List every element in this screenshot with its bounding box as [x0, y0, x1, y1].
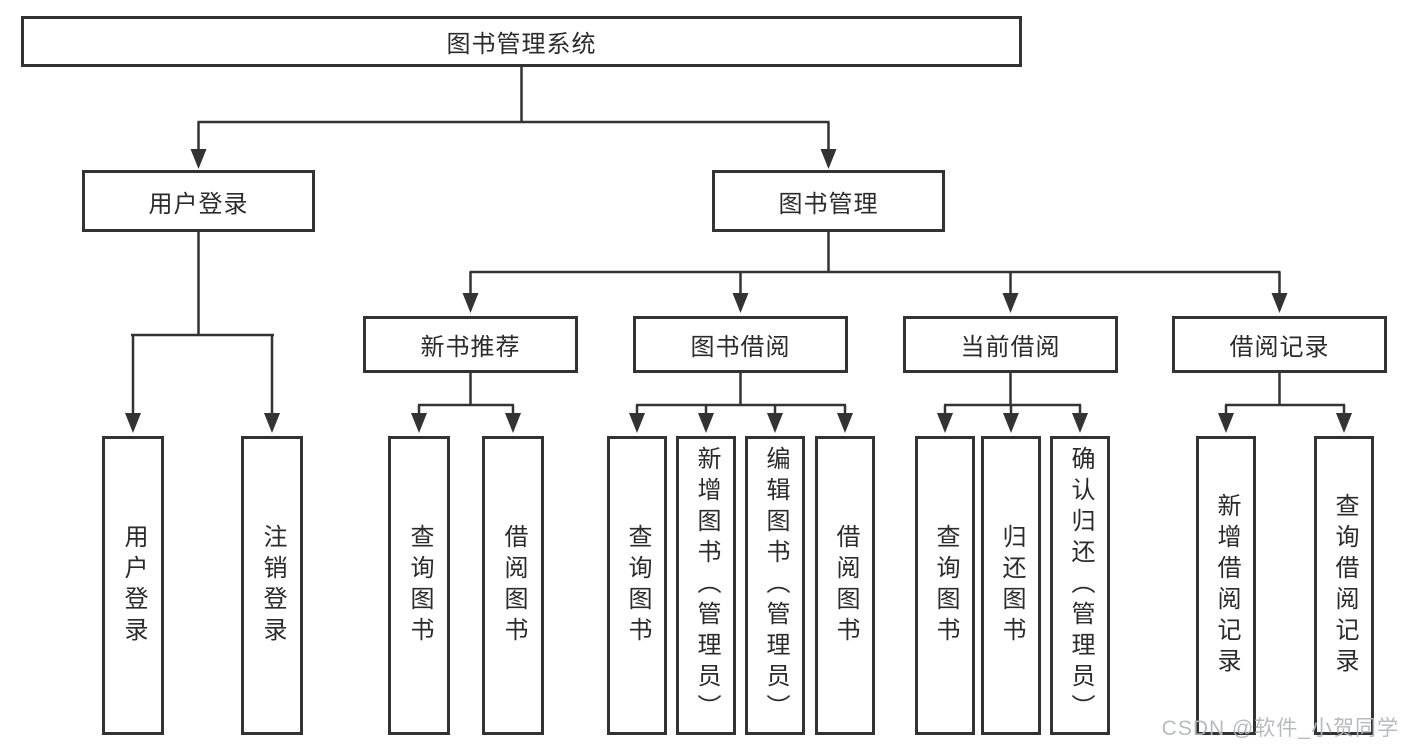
leaf-bb-borrow-books-label: 借阅图书 — [832, 523, 859, 648]
leaf-nbr-borrow-books-label: 借阅图书 — [500, 523, 527, 648]
leaf-bb-edit-books-admin: 编辑图书（管理员） — [745, 436, 805, 735]
node-new-book-recommend: 新书推荐 — [363, 316, 578, 373]
node-library-management-system-label: 图书管理系统 — [446, 31, 597, 58]
leaf-logout: 注销登录 — [241, 436, 303, 735]
leaf-logout-label: 注销登录 — [259, 523, 286, 648]
leaf-nbr-query-books: 查询图书 — [388, 436, 450, 735]
csdn-watermark: CSDN @软件_小贺同学 — [1161, 717, 1399, 740]
node-new-book-recommend-label: 新书推荐 — [420, 334, 521, 361]
leaf-bb-query-books: 查询图书 — [607, 436, 667, 735]
leaf-cb-confirm-return-admin: 确认归还（管理员） — [1050, 436, 1110, 735]
leaf-cb-return-books-label: 归还图书 — [998, 523, 1025, 648]
node-current-borrow: 当前借阅 — [903, 316, 1118, 373]
node-library-management-system: 图书管理系统 — [21, 16, 1022, 67]
leaf-bb-query-books-label: 查询图书 — [624, 523, 651, 648]
node-book-borrow-label: 图书借阅 — [690, 334, 791, 361]
node-book-borrow: 图书借阅 — [633, 316, 848, 373]
node-borrow-records-label: 借阅记录 — [1229, 334, 1330, 361]
leaf-bb-add-books-admin-label: 新增图书（管理员） — [693, 446, 720, 725]
leaf-nbr-query-books-label: 查询图书 — [406, 523, 433, 648]
node-book-management-label: 图书管理 — [778, 190, 879, 218]
leaf-bb-add-books-admin: 新增图书（管理员） — [676, 436, 736, 735]
leaf-br-query-record-label: 查询借阅记录 — [1331, 492, 1358, 679]
leaf-br-add-record-label: 新增借阅记录 — [1213, 492, 1240, 679]
leaf-user-login: 用户登录 — [102, 436, 164, 735]
leaf-cb-query-books: 查询图书 — [915, 436, 975, 735]
node-user-login-group-label: 用户登录 — [148, 190, 249, 218]
leaf-br-query-record: 查询借阅记录 — [1314, 436, 1374, 735]
leaf-user-login-label: 用户登录 — [120, 523, 147, 648]
leaf-br-add-record: 新增借阅记录 — [1196, 436, 1256, 735]
node-current-borrow-label: 当前借阅 — [960, 334, 1061, 361]
leaf-cb-confirm-return-admin-label: 确认归还（管理员） — [1067, 446, 1094, 725]
leaf-bb-borrow-books: 借阅图书 — [815, 436, 875, 735]
leaf-cb-return-books: 归还图书 — [981, 436, 1041, 735]
node-borrow-records: 借阅记录 — [1172, 316, 1387, 373]
node-user-login-group: 用户登录 — [82, 170, 315, 232]
node-book-management: 图书管理 — [712, 170, 945, 232]
leaf-bb-edit-books-admin-label: 编辑图书（管理员） — [762, 446, 789, 725]
leaf-cb-query-books-label: 查询图书 — [932, 523, 959, 648]
leaf-nbr-borrow-books: 借阅图书 — [482, 436, 544, 735]
